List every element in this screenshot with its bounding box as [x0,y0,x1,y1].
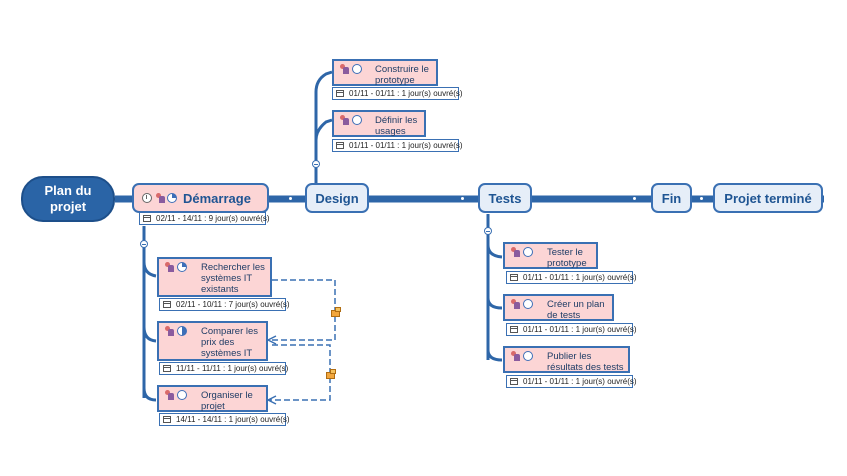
branch-dot [700,197,703,200]
calendar-icon [336,90,344,97]
date-box: 01/11 - 01/11 : 1 jour(s) ouvré(s) [506,323,637,336]
phase-label: Design [315,190,359,206]
progress-icon [177,326,187,336]
task-creer[interactable]: Créer un plan de tests [503,294,614,321]
progress-icon [352,64,362,74]
progress-icon [523,299,533,309]
date-box: 01/11 - 01/11 : 1 jour(s) ouvré(s) [506,375,637,388]
phase-demarrage[interactable]: Démarrage [132,183,269,213]
phase-label: Fin [661,190,682,206]
date-text: 01/11 - 01/11 : 1 jour(s) ouvré(s) [523,273,637,282]
task-label: Publier les résultats des tests [547,351,624,373]
date-box: 01/11 - 01/11 : 1 jour(s) ouvré(s) [332,87,463,100]
branch-dot [289,197,292,200]
phase-label: Tests [488,190,522,206]
task-label: Définir les usages [375,115,418,137]
date-text: 02/11 - 14/11 : 9 jour(s) ouvré(s) [156,214,270,223]
task-rechercher[interactable]: Rechercher les systèmes IT existants [157,257,272,297]
date-box: 14/11 - 14/11 : 1 jour(s) ouvré(s) [159,413,290,426]
resource-icon [155,192,166,204]
calendar-icon [143,215,151,222]
date-text: 01/11 - 01/11 : 1 jour(s) ouvré(s) [349,89,463,98]
collapse-icon[interactable] [484,227,492,235]
resource-icon [510,247,521,258]
progress-icon [352,115,362,125]
calendar-icon [163,365,171,372]
branch-dot [633,197,636,200]
progress-icon [177,262,187,272]
progress-icon [523,247,533,257]
date-text: 01/11 - 01/11 : 1 jour(s) ouvré(s) [349,141,463,150]
resource-icon [164,262,175,273]
phase-design[interactable]: Design [305,183,369,213]
date-box: 02/11 - 14/11 : 9 jour(s) ouvré(s) [139,212,270,225]
collapse-icon[interactable] [140,240,148,248]
clock-icon [142,193,152,203]
date-text: 01/11 - 01/11 : 1 jour(s) ouvré(s) [523,325,637,334]
calendar-icon [163,416,171,423]
resource-icon [164,390,175,401]
date-text: 11/11 - 11/11 : 1 jour(s) ouvré(s) [176,364,289,373]
dependency-icon[interactable] [331,307,341,317]
date-box: 02/11 - 10/11 : 7 jour(s) ouvré(s) [159,298,290,311]
resource-icon [339,115,350,126]
resource-icon [339,64,350,75]
progress-icon [523,351,533,361]
date-box: 01/11 - 01/11 : 1 jour(s) ouvré(s) [332,139,463,152]
phase-label: Démarrage [183,190,251,206]
resource-icon [510,351,521,362]
calendar-icon [510,378,518,385]
date-box: 11/11 - 11/11 : 1 jour(s) ouvré(s) [159,362,289,375]
date-text: 14/11 - 14/11 : 1 jour(s) ouvré(s) [176,415,290,424]
phase-projet-termine[interactable]: Projet terminé [713,183,823,213]
branch-dot [461,197,464,200]
calendar-icon [510,326,518,333]
date-text: 01/11 - 01/11 : 1 jour(s) ouvré(s) [523,377,637,386]
calendar-icon [510,274,518,281]
date-text: 02/11 - 10/11 : 7 jour(s) ouvré(s) [176,300,290,309]
calendar-icon [336,142,344,149]
root-node[interactable]: Plan du projet [21,176,115,222]
calendar-icon [163,301,171,308]
task-comparer[interactable]: Comparer les prix des systèmes IT [157,321,268,361]
task-construire[interactable]: Construire le prototype [332,59,438,86]
task-label: Rechercher les systèmes IT existants [201,262,265,295]
task-label: Tester le prototype [547,247,587,269]
task-label: Organiser le projet [201,390,253,412]
task-tester[interactable]: Tester le prototype [503,242,598,269]
task-publier[interactable]: Publier les résultats des tests [503,346,630,373]
resource-icon [164,326,175,337]
progress-icon [177,390,187,400]
resource-icon [510,299,521,310]
phase-label: Projet terminé [724,190,812,206]
collapse-icon[interactable] [312,160,320,168]
phase-tests[interactable]: Tests [478,183,532,213]
task-organiser[interactable]: Organiser le projet [157,385,268,412]
progress-icon [167,193,177,203]
date-box: 01/11 - 01/11 : 1 jour(s) ouvré(s) [506,271,637,284]
phase-fin[interactable]: Fin [651,183,692,213]
task-label: Créer un plan de tests [547,299,605,321]
task-definir[interactable]: Définir les usages [332,110,426,137]
task-label: Construire le prototype [375,64,429,86]
dependency-icon[interactable] [326,369,336,379]
task-label: Comparer les prix des systèmes IT [201,326,259,359]
root-label: Plan du projet [44,183,92,214]
